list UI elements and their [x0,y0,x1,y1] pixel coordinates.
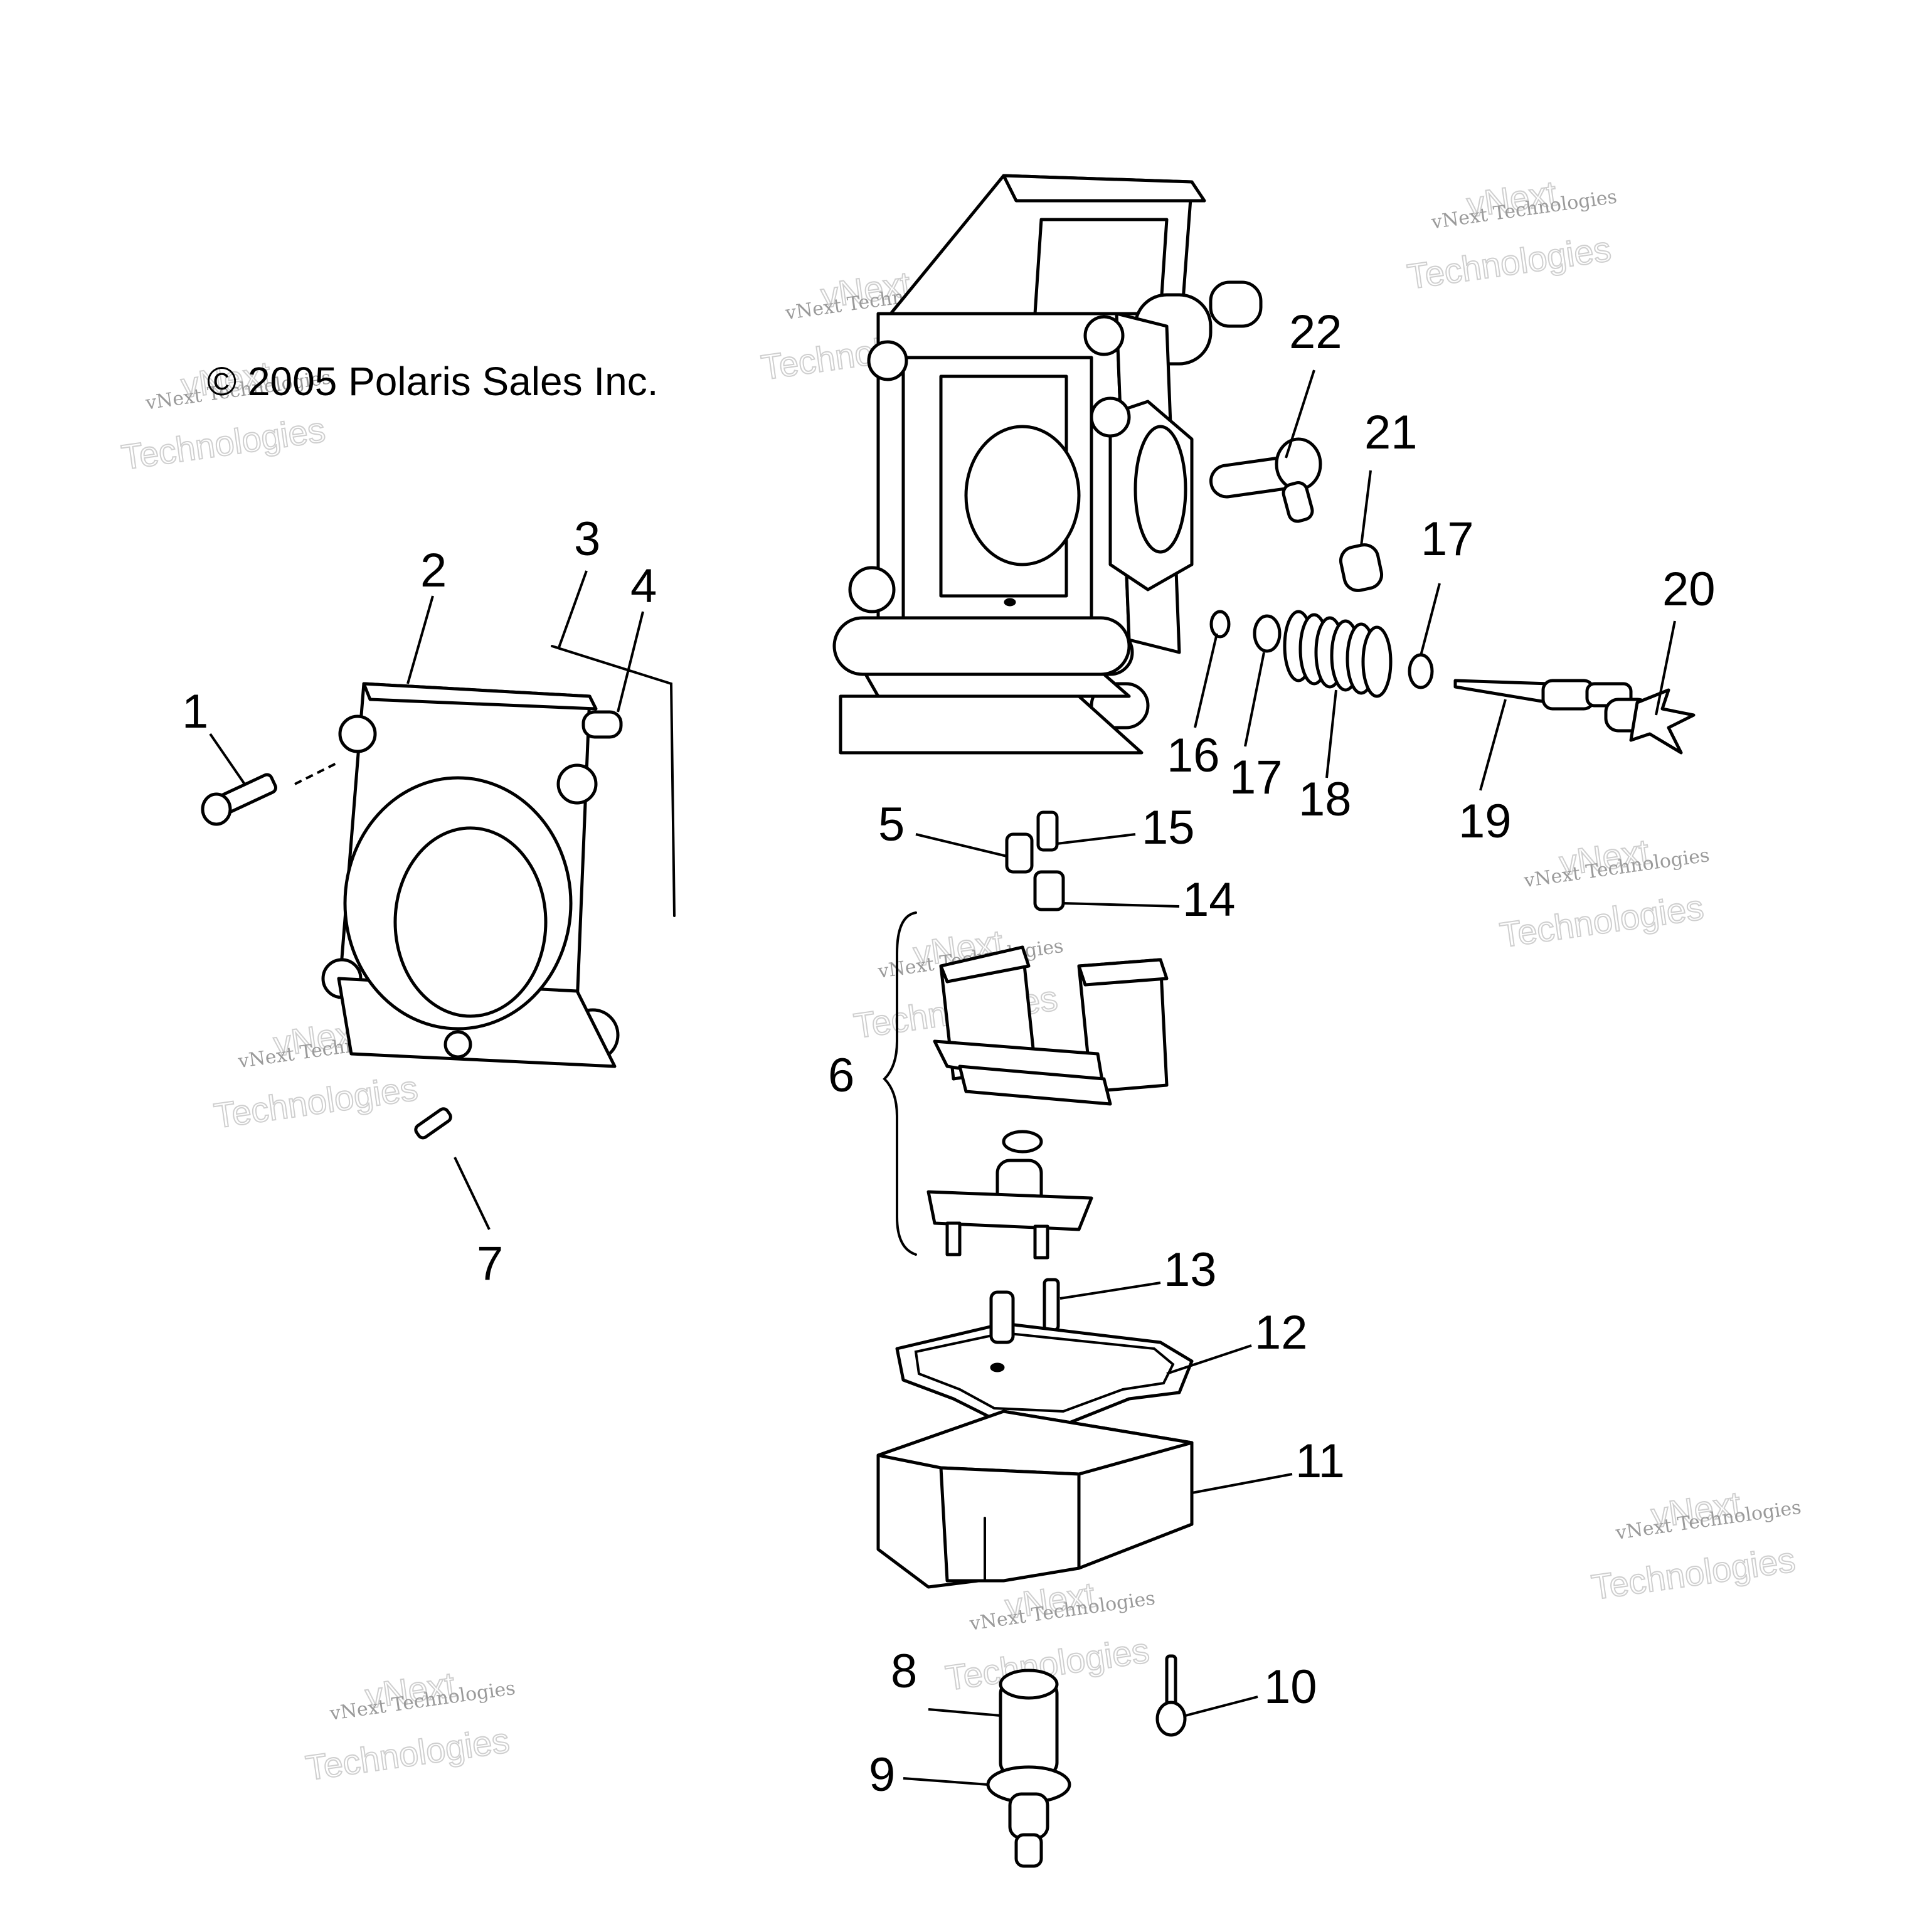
bowl-plug-8 [999,1669,1059,1777]
callout-5: 5 [878,798,905,851]
callout-9: 9 [869,1748,895,1802]
jet-5 [1005,832,1034,874]
callout-22: 22 [1289,305,1342,359]
clip-7 [414,1107,452,1140]
copyright-notice: © 2005 Polaris Sales Inc. [207,359,659,404]
watermark-mid-right: vNext vNext Technologies Technologies [1497,831,1711,955]
screw-13 [1043,1278,1060,1332]
watermark-bottom-left: vNext vNext Technologies Technologies [302,1664,516,1788]
jet-15 [1036,810,1059,852]
callout-18: 18 [1298,773,1352,826]
needle-screw-19 [1453,679,1633,711]
callout-labels: 1 2 3 4 7 5 15 14 6 13 12 11 8 9 10 16 1… [182,305,1716,1802]
cover-plate [321,682,623,1068]
callout-2: 2 [420,544,447,597]
washer-17b [1408,653,1434,689]
watermark-top-right: vNext vNext Technologies Technologies [1404,172,1618,297]
callout-21: 21 [1364,406,1418,459]
callout-11: 11 [1295,1435,1345,1488]
svg-text:Technologies: Technologies [119,410,327,477]
svg-text:Technologies: Technologies [1405,229,1613,297]
callout-6: 6 [828,1049,854,1102]
leader-lines [209,369,1676,1786]
washer-17a [1253,614,1282,653]
callout-20: 20 [1662,563,1716,616]
callout-16: 16 [1167,729,1220,782]
callout-14: 14 [1182,873,1236,926]
callout-3: 3 [574,512,600,566]
carburetor-body [832,174,1263,755]
callout-15: 15 [1142,801,1195,854]
callout-17b: 17 [1421,512,1474,566]
screw-10 [1155,1654,1187,1737]
watermark-bottom-right: vNext vNext Technologies Technologies [1588,1483,1802,1608]
bowl-plug-9 [986,1765,1071,1868]
spring-18 [1283,610,1393,698]
callout-4: 4 [630,560,657,613]
callout-19: 19 [1458,795,1512,848]
callout-10: 10 [1264,1660,1317,1714]
svg-text:Technologies: Technologies [1497,887,1706,955]
elbow-fitting-22 [1209,437,1322,523]
svg-text:Technologies: Technologies [211,1068,420,1135]
callout-7: 7 [477,1237,503,1290]
svg-text:Technologies: Technologies [1589,1539,1797,1607]
callout-17a: 17 [1229,751,1283,804]
jet-21 [1339,543,1384,592]
float-assembly-6 [926,945,1169,1260]
callout-1: 1 [182,685,208,738]
wire-3 [551,645,676,917]
jet-14 [1033,870,1065,911]
callout-8: 8 [891,1645,917,1698]
o-ring-16 [1209,610,1231,639]
bracket-6 [883,911,917,1256]
callout-12: 12 [1255,1306,1308,1359]
knob-20 [1604,688,1696,755]
float-bowl-11 [876,1409,1194,1589]
gasket-12 [895,1290,1194,1426]
svg-text:Technologies: Technologies [303,1720,511,1788]
callout-13: 13 [1164,1243,1217,1297]
screw-1 [201,761,339,826]
